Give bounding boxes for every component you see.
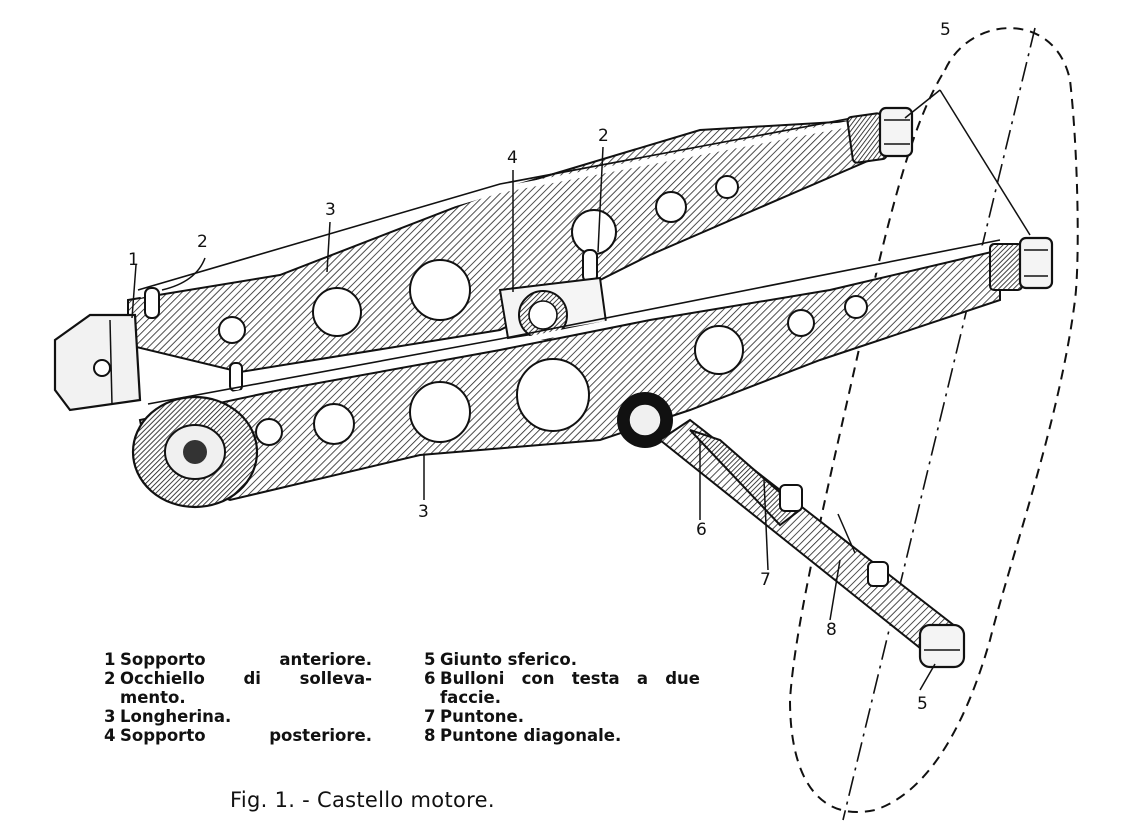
callout-2-right: 2 — [598, 126, 609, 146]
callout-3-lower: 3 — [418, 502, 429, 522]
callout-7: 7 — [760, 570, 771, 590]
legend-right: 5 Giunto sferico. 6 Bulloni con testa a … — [424, 650, 700, 745]
legend-item: 8 Puntone diagonale. — [424, 726, 622, 745]
legend-item-continuation: faccie. — [440, 688, 501, 707]
legend-item: 1 Sopporto anteriore. — [104, 650, 372, 669]
legend-left: 1 Sopporto anteriore. 2 Occhiello di sol… — [104, 650, 372, 745]
dashed-envelope-outline — [788, 27, 1079, 813]
legend-item: 7 Puntone. — [424, 707, 525, 726]
diagonal-strut — [658, 418, 962, 662]
callout-5-bottom: 5 — [917, 694, 928, 714]
callout-1: 1 — [128, 250, 139, 270]
figure-caption: Fig. 1. - Castello motore. — [230, 788, 495, 812]
callout-3-upper: 3 — [325, 200, 336, 220]
axis-line — [842, 27, 1036, 821]
callout-2-left: 2 — [197, 232, 208, 252]
legend-item: 6 Bulloni con testa a due — [424, 669, 700, 688]
legend-item: 3 Longherina. — [104, 707, 232, 726]
legend-item: 4 Sopporto posteriore. — [104, 726, 372, 745]
legend-item: 5 Giunto sferico. — [424, 650, 578, 669]
callout-6: 6 — [696, 520, 707, 540]
legend-item: 2 Occhiello di solleva- — [104, 669, 372, 688]
callout-5-top: 5 — [940, 20, 951, 40]
callout-8: 8 — [826, 620, 837, 640]
legend-item-continuation: mento. — [120, 688, 186, 707]
callout-4: 4 — [507, 148, 518, 168]
